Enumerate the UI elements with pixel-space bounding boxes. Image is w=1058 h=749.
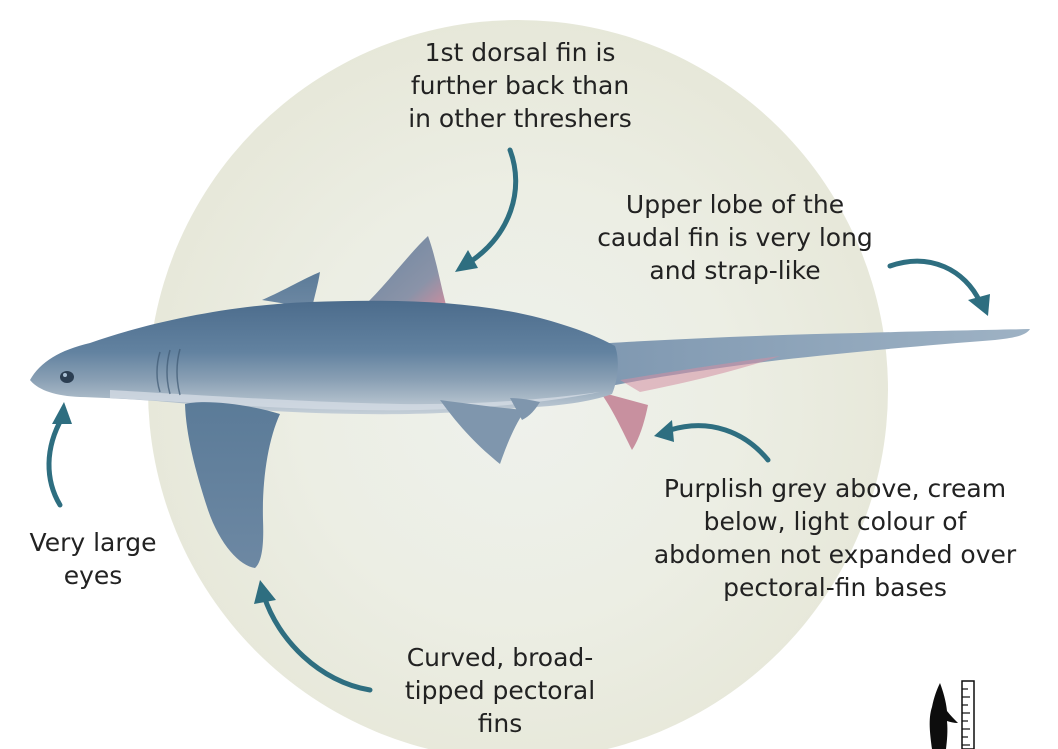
annotation-colour-line-1: Purplish grey above, cream <box>620 472 1050 505</box>
annotation-colour-line-3: abdomen not expanded over <box>620 538 1050 571</box>
annotation-colour-line-4: pectoral-fin bases <box>620 571 1050 604</box>
arrow-dorsal <box>455 150 516 272</box>
annotation-caudal-line-2: caudal fin is very long <box>575 221 895 254</box>
shark-silhouette-with-ruler-icon <box>910 679 980 749</box>
arrow-caudal <box>890 261 990 316</box>
annotation-dorsal-line-1: 1st dorsal fin is <box>370 36 670 69</box>
annotation-caudal-line-3: and strap-like <box>575 254 895 287</box>
annotation-pectoral-fins: Curved, broad- tipped pectoral fins <box>380 641 620 740</box>
annotation-colour-line-2: below, light colour of <box>620 505 1050 538</box>
annotation-eyes: Very large eyes <box>8 526 178 592</box>
annotation-dorsal-fin: 1st dorsal fin is further back than in o… <box>370 36 670 135</box>
annotation-colour: Purplish grey above, cream below, light … <box>620 472 1050 604</box>
arrow-pectoral <box>254 580 370 690</box>
annotation-pectoral-line-3: fins <box>380 707 620 740</box>
annotation-caudal-line-1: Upper lobe of the <box>575 188 895 221</box>
annotation-dorsal-line-2: further back than <box>370 69 670 102</box>
annotation-pectoral-line-1: Curved, broad- <box>380 641 620 674</box>
annotation-caudal-fin: Upper lobe of the caudal fin is very lon… <box>575 188 895 287</box>
annotation-dorsal-line-3: in other threshers <box>370 102 670 135</box>
arrow-colour <box>654 420 768 460</box>
arrow-eyes <box>49 402 72 505</box>
annotation-eyes-line-2: eyes <box>8 559 178 592</box>
annotation-pectoral-line-2: tipped pectoral <box>380 674 620 707</box>
annotation-eyes-line-1: Very large <box>8 526 178 559</box>
